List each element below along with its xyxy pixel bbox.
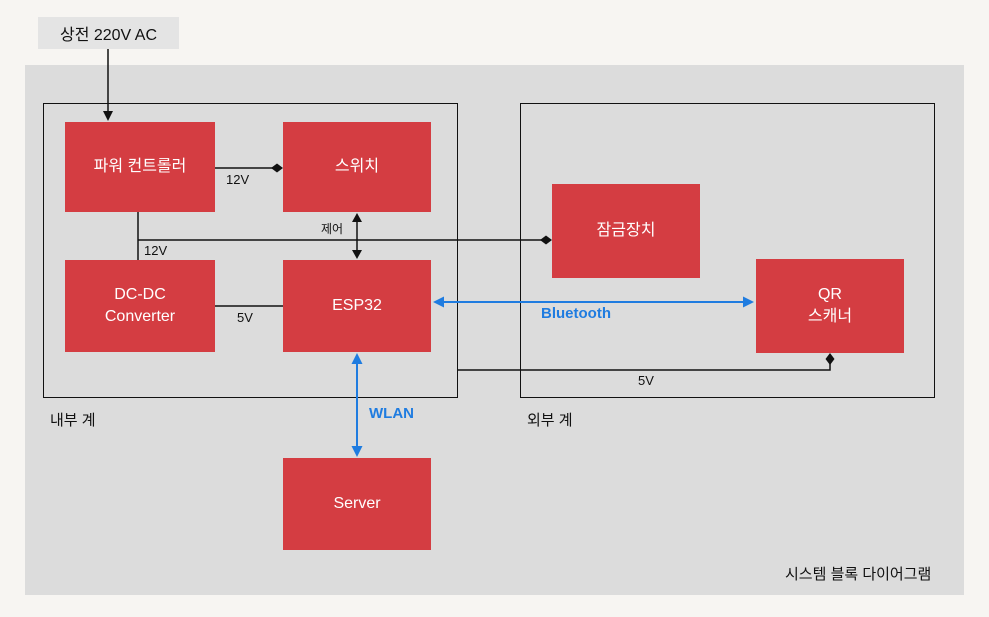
outer-group-box bbox=[520, 103, 935, 398]
inner-group-box bbox=[43, 103, 458, 398]
node-qr-scanner: QR 스캐너 bbox=[756, 259, 904, 353]
node-lock-device-label: 잠금장치 bbox=[596, 221, 656, 239]
edge-label-12v-horizontal: 12V bbox=[226, 172, 250, 187]
node-dcdc-converter: DC-DC Converter bbox=[65, 260, 215, 352]
node-switch: 스위치 bbox=[283, 122, 431, 212]
node-switch-label: 스위치 bbox=[334, 157, 380, 175]
inner-group-label: 내부 계 bbox=[50, 412, 96, 429]
edge-label-control: 제어 bbox=[321, 222, 344, 236]
mains-source-label: 상전 220V AC bbox=[59, 27, 158, 44]
node-lock-device: 잠금장치 bbox=[552, 184, 700, 278]
node-esp32-label: ESP32 bbox=[332, 296, 382, 314]
edge-label-5v: 5V bbox=[237, 310, 253, 325]
diagram-caption: 시스템 블록 다이어그램 bbox=[785, 566, 932, 583]
node-dcdc-converter-label: DC-DC Converter bbox=[104, 285, 176, 325]
edge-label-wlan: WLAN bbox=[369, 405, 414, 422]
node-power-controller: 파워 컨트롤러 bbox=[65, 122, 215, 212]
mains-source-box: 상전 220V AC bbox=[38, 17, 179, 49]
node-server-label: Server bbox=[333, 494, 381, 512]
node-server: Server bbox=[283, 458, 431, 550]
node-esp32: ESP32 bbox=[283, 260, 431, 352]
node-power-controller-label: 파워 컨트롤러 bbox=[93, 157, 187, 175]
node-qr-scanner-label: QR 스캐너 bbox=[807, 285, 853, 325]
edge-label-12v-vertical: 12V bbox=[144, 243, 168, 258]
edge-label-bluetooth: Bluetooth bbox=[541, 305, 611, 322]
edge-label-5v-bottom: 5V bbox=[638, 373, 654, 388]
outer-group-label: 외부 계 bbox=[527, 412, 573, 429]
